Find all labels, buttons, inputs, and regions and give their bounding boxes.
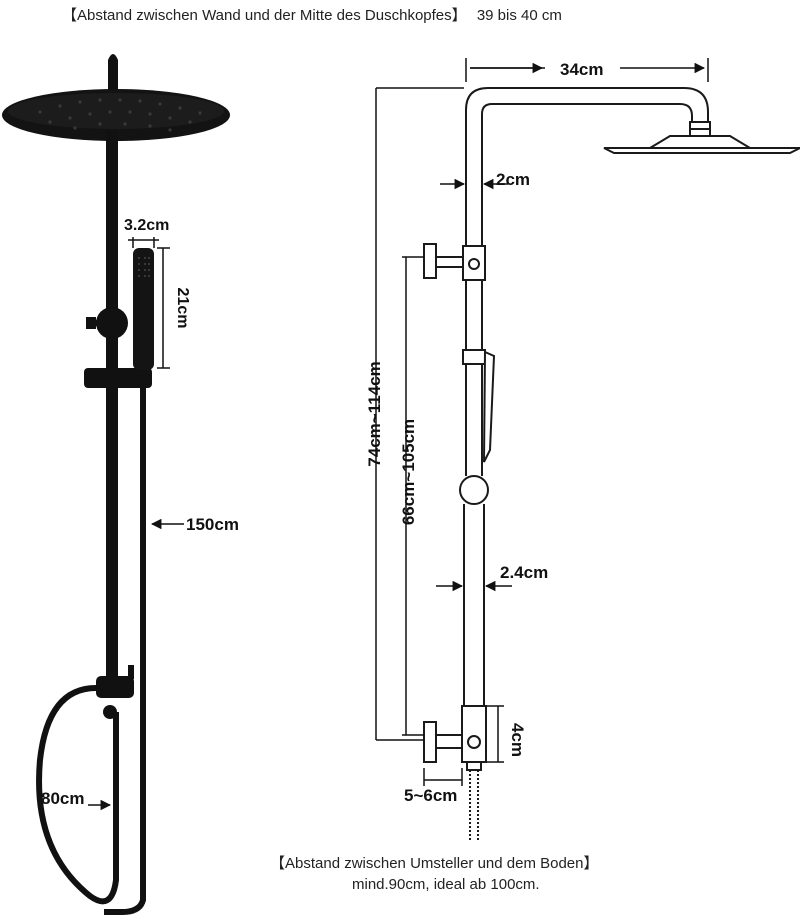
shower-arm bbox=[465, 87, 709, 250]
riser-pipe bbox=[106, 130, 118, 690]
bottom-caption-heading: 【Abstand zwischen Umsteller und dem Bode… bbox=[270, 855, 599, 872]
wall-distance-label: 5~6cm bbox=[404, 786, 457, 805]
upper-bracket bbox=[462, 245, 486, 281]
total-height-label: 74cm~114cm bbox=[365, 361, 384, 466]
hose-loop bbox=[36, 685, 119, 905]
handshower-profile bbox=[483, 350, 496, 463]
adjustable-height-label: 66cm~105cm bbox=[399, 419, 418, 525]
arm-length-label: 34cm bbox=[560, 60, 603, 79]
upper-valve-knob bbox=[96, 307, 128, 339]
left-dimension-lines bbox=[88, 237, 184, 811]
handshower-length-label: 21cm bbox=[174, 288, 191, 329]
product-illustration bbox=[2, 54, 230, 915]
top-caption-heading: 【Abstand zwischen Wand und der Mitte des… bbox=[62, 7, 467, 24]
nozzle-dots bbox=[38, 98, 202, 132]
diverter-valve bbox=[96, 676, 134, 698]
hand-shower bbox=[133, 248, 154, 370]
hose-stub bbox=[469, 770, 479, 840]
diverter-profile bbox=[461, 705, 487, 763]
slider-knob bbox=[459, 475, 489, 505]
diverter-height-label: 4cm bbox=[508, 723, 527, 757]
hose-loop-label: 80cm bbox=[41, 789, 84, 808]
right-dimension-lines bbox=[375, 58, 709, 786]
hose-length-label: 150cm bbox=[186, 515, 239, 534]
shower-hose bbox=[104, 388, 146, 915]
handshower-width-label: 3.2cm bbox=[124, 217, 169, 234]
slider-sleeve bbox=[462, 349, 486, 365]
riser-gooseneck bbox=[108, 54, 118, 95]
technical-drawing bbox=[423, 87, 800, 840]
top-caption-value: 39 bis 40 cm bbox=[476, 7, 562, 24]
bottom-caption-value: mind.90cm, ideal ab 100cm. bbox=[352, 876, 540, 893]
slide-bar-bracket bbox=[84, 368, 152, 388]
lower-pipe-diameter-label: 2.4cm bbox=[500, 563, 548, 582]
top-caption: 【Abstand zwischen Wand und der Mitte des… bbox=[62, 4, 562, 25]
upper-pipe-diameter-label: 2cm bbox=[496, 170, 530, 189]
